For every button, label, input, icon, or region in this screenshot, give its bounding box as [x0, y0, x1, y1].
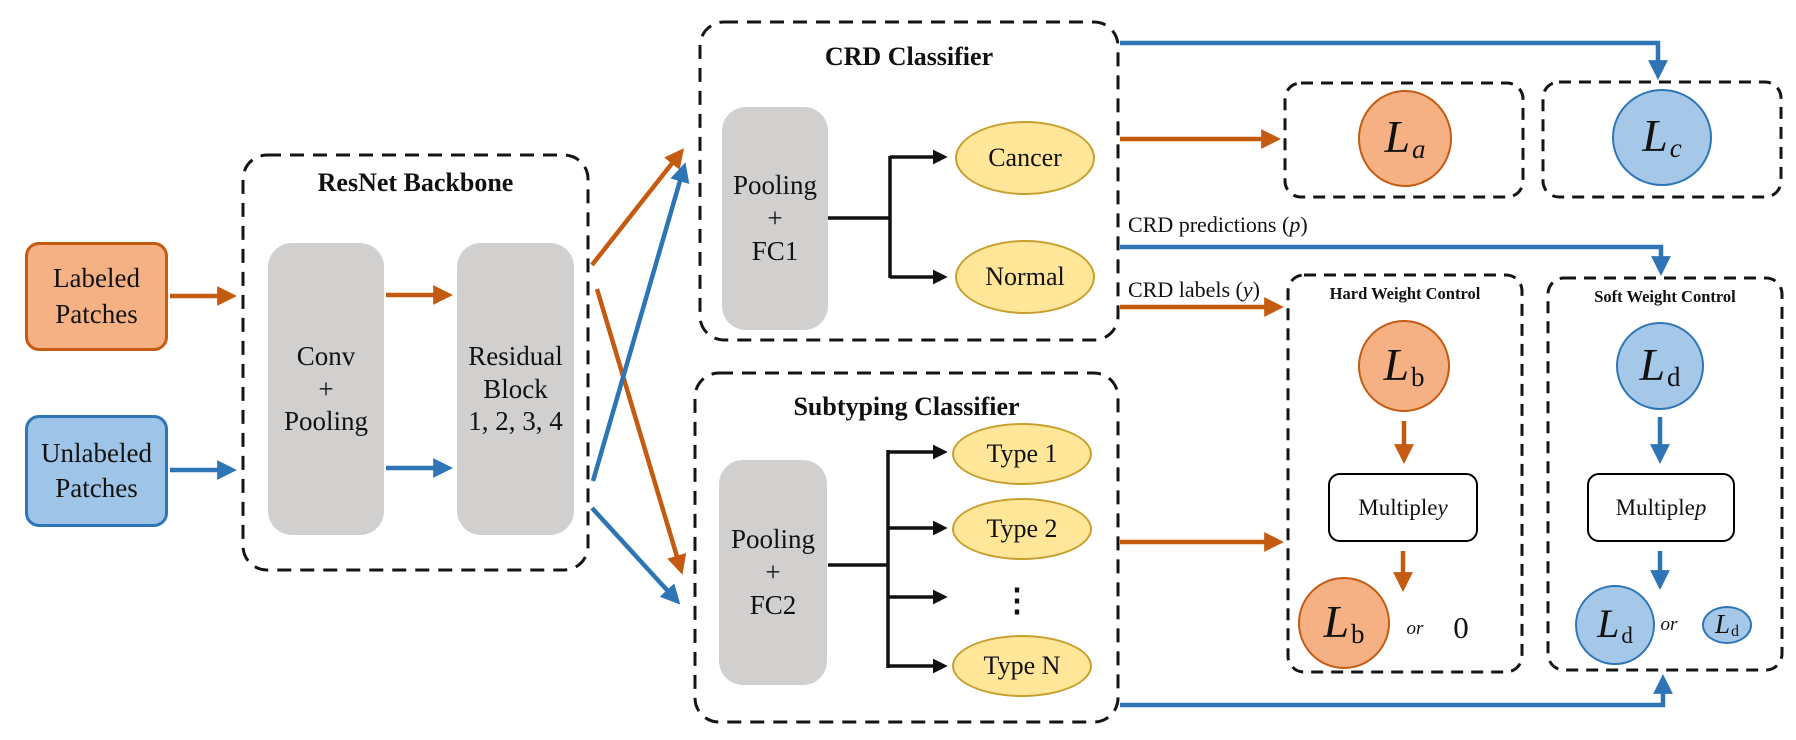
loss-lb-symbol-2: Lb	[1323, 595, 1365, 649]
loss-lb-sub: b	[1411, 361, 1425, 392]
loss-lc-box	[1541, 80, 1783, 199]
loss-lc-circle: Lc	[1612, 89, 1712, 186]
resnet-backbone-box	[241, 153, 590, 572]
loss-lb-top-circle: Lb	[1358, 320, 1450, 412]
loss-lb-bottom-circle: Lb	[1298, 577, 1390, 669]
crd-predictions-prefix: CRD predictions (	[1128, 212, 1290, 237]
loss-lb-letter: L	[1383, 338, 1410, 390]
unlabeled-patches-node: Unlabeled Patches	[25, 415, 168, 527]
loss-la-letter: L	[1384, 111, 1411, 162]
residual-block: Residual Block 1, 2, 3, 4	[457, 243, 574, 535]
multiple-p-prefix: Multiple	[1615, 494, 1695, 520]
typeN-node: Type N	[952, 635, 1092, 697]
loss-ld-top-circle: Ld	[1616, 322, 1704, 410]
soft-or-label: or	[1660, 614, 1678, 635]
arrow-subtyping-to-soft	[1120, 674, 1673, 708]
multiple-p-var: p	[1694, 494, 1707, 520]
loss-ld-small-symbol: Ld	[1714, 608, 1740, 640]
loss-ld-sub-2: d	[1621, 622, 1633, 648]
resnet-backbone-title: ResNet Backbone	[317, 168, 514, 197]
arrow-backbone-to-subtyping-unlabeled	[590, 506, 681, 605]
loss-ld-symbol-2: Ld	[1597, 600, 1633, 648]
hard-weight-control-title: Hard Weight Control	[1329, 284, 1481, 303]
type1-node: Type 1	[952, 423, 1092, 485]
loss-la-box	[1283, 81, 1525, 199]
pooling-fc2-block: Pooling + FC2	[719, 460, 827, 685]
crd-labels-suffix: )	[1252, 277, 1260, 302]
crd-predictions-var: p	[1289, 212, 1301, 237]
arrow-backbone-to-crd-labeled	[590, 148, 685, 267]
loss-ld-bottom-circle: Ld	[1575, 585, 1655, 665]
cancer-node: Cancer	[955, 121, 1095, 195]
crd-predictions-label: CRD predictions (p)	[1128, 212, 1308, 238]
subtyping-classifier-box	[693, 371, 1120, 724]
hard-zero-label: 0	[1453, 610, 1469, 645]
multiple-y-var: y	[1437, 494, 1448, 520]
loss-lb-sub-2: b	[1351, 618, 1365, 649]
arrow-backbone-to-crd-unlabeled	[590, 162, 690, 482]
soft-weight-control-title: Soft Weight Control	[1594, 287, 1736, 306]
multiple-y-box: Multiple y	[1328, 473, 1478, 542]
loss-lb-letter-2: L	[1323, 595, 1350, 647]
multiple-p-box: Multiple p	[1587, 473, 1735, 542]
crd-labels-prefix: CRD labels (	[1128, 277, 1243, 302]
loss-ld-small-letter: L	[1714, 608, 1731, 639]
soft-weight-control-box	[1546, 276, 1784, 672]
crd-classifier-box	[698, 20, 1120, 342]
crd-labels-var: y	[1242, 277, 1253, 302]
hard-or-label: or	[1406, 618, 1424, 639]
loss-lb-symbol: Lb	[1383, 338, 1425, 392]
loss-ld-sub: d	[1667, 361, 1681, 392]
loss-ld-symbol: Ld	[1639, 338, 1681, 392]
labeled-patches-node: Labeled Patches	[25, 242, 168, 351]
subtyping-classifier-title: Subtyping Classifier	[793, 392, 1020, 421]
vertical-ellipsis: ⋮	[1001, 582, 1033, 619]
conv-pooling-block: Conv + Pooling	[268, 243, 384, 535]
pooling-fc1-block: Pooling + FC1	[722, 107, 828, 330]
crd-predictions-suffix: )	[1300, 212, 1308, 237]
loss-ld-letter-2: L	[1597, 600, 1620, 646]
loss-lc-sub: c	[1669, 133, 1682, 163]
loss-la-circle: La	[1358, 90, 1452, 187]
arrow-crd-to-lc	[1120, 40, 1668, 80]
loss-ld-small-circle: Ld	[1702, 606, 1752, 644]
arrow-backbone-to-subtyping-labeled	[594, 288, 687, 575]
arrow-crd-predictions-to-soft	[1120, 244, 1671, 276]
crd-labels-label: CRD labels (y)	[1128, 277, 1260, 303]
loss-lc-symbol: Lc	[1642, 113, 1682, 162]
loss-ld-small-sub: d	[1731, 622, 1740, 640]
loss-la-symbol: La	[1384, 114, 1425, 163]
loss-lc-letter: L	[1642, 110, 1668, 161]
subtyping-branch-lines	[828, 450, 890, 668]
loss-la-sub: a	[1412, 134, 1426, 164]
normal-node: Normal	[955, 240, 1095, 314]
hard-weight-control-box	[1286, 273, 1524, 674]
loss-ld-letter: L	[1639, 338, 1666, 390]
type2-node: Type 2	[952, 498, 1092, 560]
multiple-y-prefix: Multiple	[1358, 494, 1438, 520]
crd-classifier-title: CRD Classifier	[824, 42, 994, 71]
crd-branch-lines	[828, 156, 892, 278]
